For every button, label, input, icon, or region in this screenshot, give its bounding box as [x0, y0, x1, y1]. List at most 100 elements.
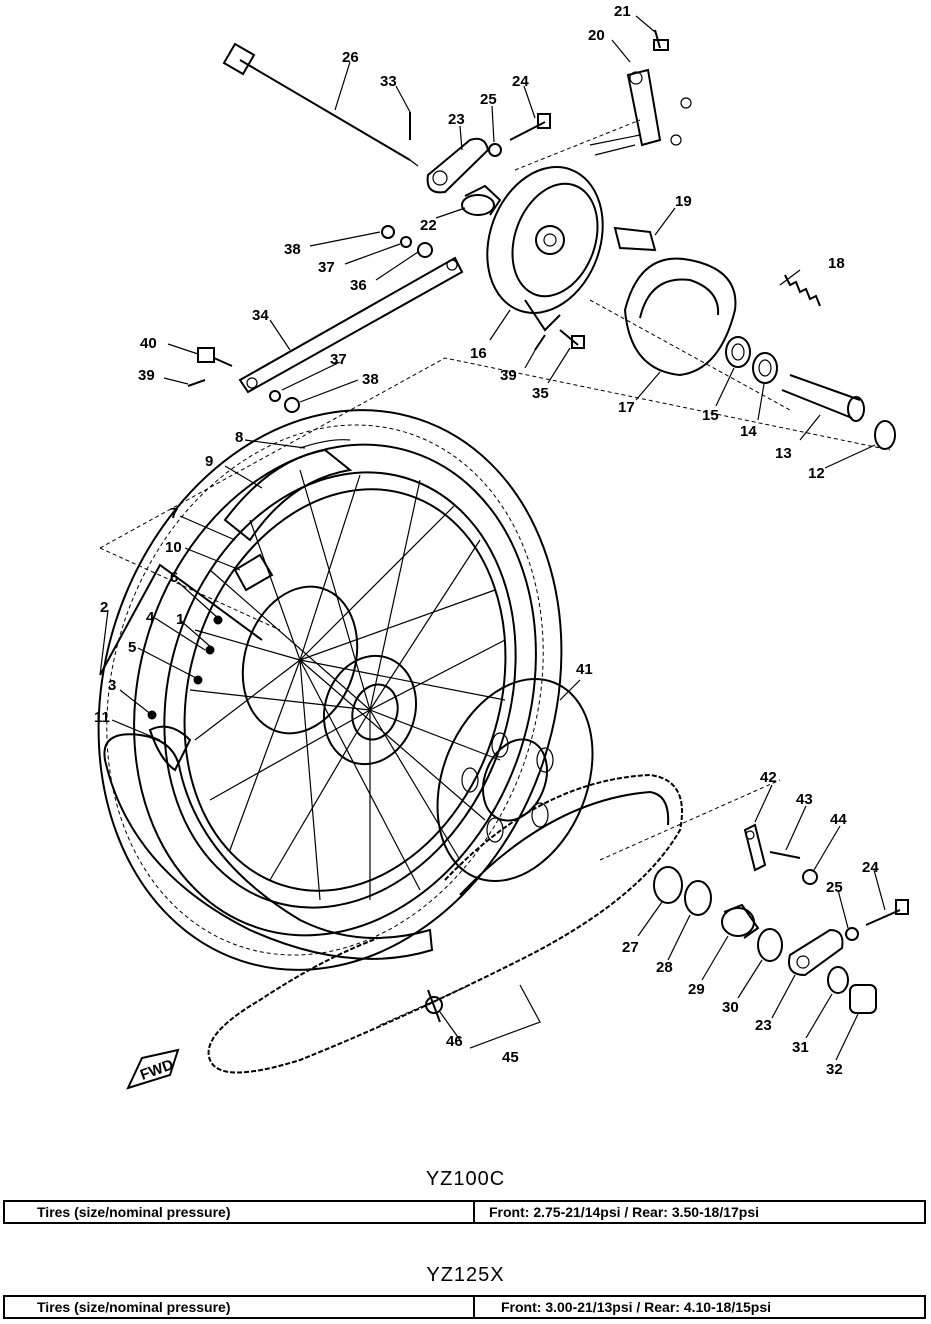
callout-28: 28	[656, 959, 673, 976]
callout-12: 12	[808, 465, 825, 482]
chain-adjuster-top-part	[426, 137, 490, 194]
callout-24-top: 24	[512, 73, 529, 90]
assembly-dashed-lines	[99, 119, 891, 1026]
brake-cam-part	[613, 226, 657, 252]
callout-5: 5	[128, 639, 136, 656]
puller-bolt-part	[769, 851, 801, 859]
bearing-right-part	[752, 352, 778, 384]
puller-nut-part	[802, 869, 818, 885]
callout-30: 30	[722, 999, 739, 1016]
tire-spec-table-yz125x: Tires (size/nominal pressure) Front: 3.0…	[3, 1295, 926, 1319]
callout-26: 26	[342, 49, 359, 66]
chain-adjuster-bottom-part	[788, 928, 844, 977]
axle-part	[222, 42, 419, 167]
drive-chain-part	[207, 773, 683, 1074]
callout-45: 45	[502, 1049, 519, 1066]
brake-shoe-plate-part	[486, 166, 604, 332]
callout-11: 11	[94, 709, 110, 726]
callout-labels: 1 2 3 4 5 6 7 8 9 10 11 12 13 14 15 16 1…	[94, 3, 879, 1078]
callout-41: 41	[576, 661, 593, 678]
adjust-bolt-top-part	[509, 113, 551, 141]
callout-2: 2	[100, 599, 108, 616]
bolt-40-part	[197, 347, 233, 367]
callout-40: 40	[140, 335, 157, 352]
axle-nut-part	[849, 984, 877, 1014]
bearing-left-part	[725, 336, 751, 368]
callout-15: 15	[702, 407, 719, 424]
fwd-arrow-icon: FWD	[126, 1048, 180, 1090]
callout-7: 7	[170, 505, 178, 522]
callout-1: 1	[176, 611, 184, 628]
callout-23-top: 23	[448, 111, 465, 128]
callout-37-top: 37	[318, 259, 335, 276]
callout-16: 16	[470, 345, 487, 362]
callout-14: 14	[740, 423, 757, 440]
oil-seal-30-part	[757, 928, 783, 962]
callout-6: 6	[170, 569, 178, 586]
bolt-35-part	[559, 329, 585, 349]
callout-20: 20	[588, 27, 605, 44]
locknut-top-part	[488, 143, 502, 157]
collar-part	[461, 184, 502, 216]
callout-43: 43	[796, 791, 813, 808]
oil-seal-part	[874, 420, 896, 450]
callout-38-top: 38	[284, 241, 301, 258]
nut-38-bottom-part	[284, 397, 300, 413]
callout-10: 10	[165, 539, 182, 556]
callout-36: 36	[350, 277, 367, 294]
callout-42: 42	[760, 769, 777, 786]
rim-band-part	[299, 439, 351, 449]
tube-part	[223, 448, 353, 542]
callout-23-bottom: 23	[755, 1017, 772, 1034]
rear-wheel-exploded-diagram: FWD	[94, 3, 909, 1090]
callout-9: 9	[205, 453, 213, 470]
callout-21: 21	[614, 3, 631, 20]
tire-section-part	[103, 725, 434, 960]
callout-39-left: 39	[138, 367, 155, 384]
washer-37-top-part	[400, 236, 412, 248]
tire-spec-table-yz100c: Tires (size/nominal pressure) Front: 2.7…	[3, 1200, 926, 1224]
cotter-pin-39-left-part	[187, 379, 206, 387]
callout-46: 46	[446, 1033, 463, 1050]
callout-3: 3	[108, 677, 116, 694]
callout-44: 44	[830, 811, 847, 828]
model-title-yz100c: YZ100C	[425, 1168, 506, 1190]
master-link-part	[425, 989, 443, 1023]
callout-34: 34	[252, 307, 269, 324]
brake-shoe-part	[623, 257, 737, 377]
sprocket-part	[436, 677, 594, 883]
tire-spec-value: Front: 3.00-21/13psi / Rear: 4.10-18/15p…	[501, 1299, 772, 1315]
callout-19: 19	[675, 193, 692, 210]
callout-32: 32	[826, 1061, 843, 1078]
washer-38-top-part	[381, 225, 395, 239]
leader-lines	[99, 15, 886, 1061]
callout-8: 8	[235, 429, 243, 446]
nut-36-part	[417, 242, 433, 258]
callout-37-bottom: 37	[330, 351, 347, 368]
shoe-spring-part	[784, 274, 821, 307]
tire-spec-value: Front: 2.75-21/14psi / Rear: 3.50-18/17p…	[489, 1204, 760, 1220]
chain-puller-part	[743, 823, 767, 872]
tire-spec-label: Tires (size/nominal pressure)	[5, 1297, 475, 1317]
callout-25-bottom: 25	[826, 879, 843, 896]
washer-31-part	[827, 966, 849, 994]
rear-wheel-part	[97, 409, 563, 971]
callout-35: 35	[532, 385, 549, 402]
oil-seal-28-part	[684, 880, 712, 916]
collar-29-part	[721, 903, 760, 939]
callout-38-bottom: 38	[362, 371, 379, 388]
callout-33: 33	[380, 73, 397, 90]
tire-spec-label: Tires (size/nominal pressure)	[5, 1202, 475, 1222]
callout-31: 31	[792, 1039, 809, 1056]
spacer-tube-part	[781, 374, 865, 422]
callout-25-top: 25	[480, 91, 497, 108]
tension-bar-part	[238, 256, 464, 394]
callout-29: 29	[688, 981, 705, 998]
bearing-27-part	[653, 866, 683, 904]
callout-13: 13	[775, 445, 792, 462]
locknut-bottom-part	[845, 927, 859, 941]
callout-4: 4	[146, 609, 155, 626]
brake-cam-lever-part	[626, 68, 692, 147]
adjust-bolt-bottom-part	[865, 899, 909, 926]
callout-22: 22	[420, 217, 437, 234]
